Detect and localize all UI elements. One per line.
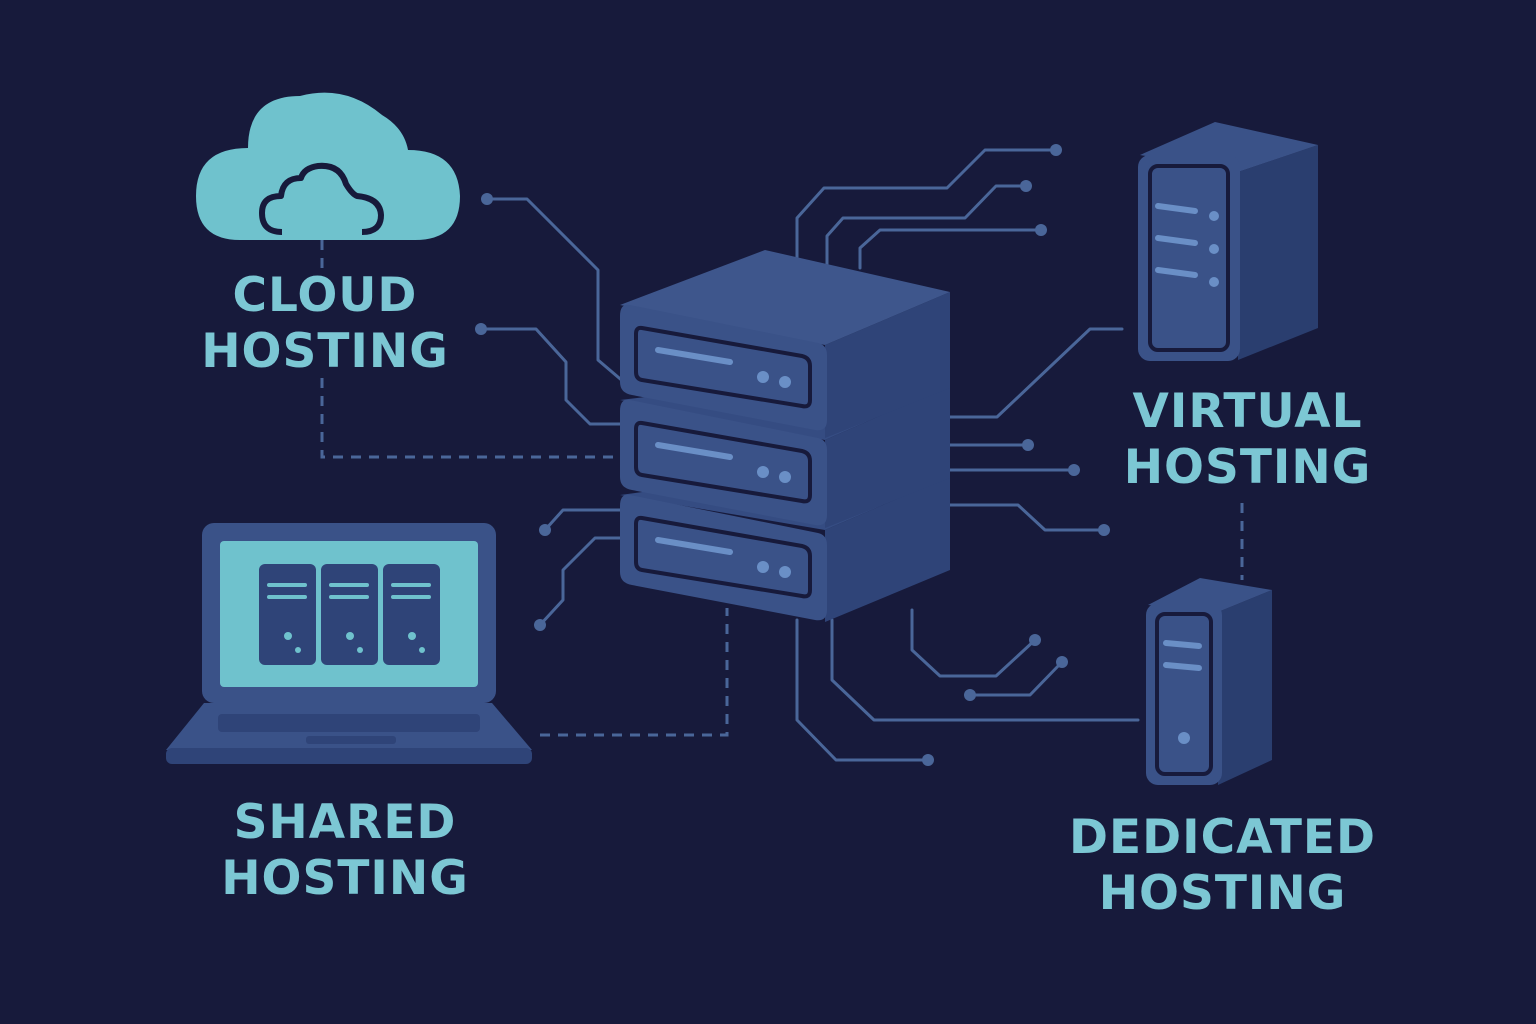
connector-line — [858, 228, 1043, 270]
connector-dot — [1029, 634, 1041, 646]
label-line-2: HOSTING — [1123, 440, 1372, 495]
connector-dots — [475, 144, 1110, 766]
led-light — [757, 561, 769, 573]
cloud-hosting-label: CLOUD HOSTING — [195, 268, 455, 380]
connector-line — [485, 197, 627, 385]
drive-panel — [634, 325, 812, 409]
label-line-1: CLOUD — [232, 268, 418, 323]
connector-line — [948, 327, 1124, 419]
connector-line — [479, 327, 624, 426]
connector-line — [825, 184, 1028, 270]
led-light — [1209, 244, 1219, 254]
led-light — [779, 471, 791, 483]
led-light — [757, 371, 769, 383]
label-line-2: HOSTING — [221, 851, 469, 906]
connector-line — [795, 148, 1058, 270]
led-light — [1209, 277, 1219, 287]
connector-line — [830, 618, 1140, 722]
drive-slot — [1163, 662, 1202, 671]
drive-slot — [1163, 640, 1202, 649]
led-light — [779, 376, 791, 388]
label-line-1: VIRTUAL — [1132, 384, 1363, 439]
connector-line — [910, 608, 1037, 678]
drive-slot — [1155, 267, 1198, 278]
led-light — [1209, 211, 1219, 221]
label-line-1: SHARED — [233, 795, 457, 850]
connector-dot — [1068, 464, 1080, 476]
power-light — [1178, 732, 1190, 744]
drive-slot — [655, 442, 733, 460]
led-light — [779, 566, 791, 578]
cloud-icon — [196, 92, 460, 241]
tower-server-icon — [1146, 578, 1272, 785]
connector-line — [795, 618, 930, 762]
drive-panel — [634, 420, 812, 504]
connector-dot — [1035, 224, 1047, 236]
shared-hosting-label: SHARED HOSTING — [205, 795, 485, 907]
dashed-link-shared — [540, 608, 729, 737]
drive-slot — [655, 537, 733, 555]
connector-dot — [1022, 439, 1034, 451]
drive-slot — [1155, 235, 1198, 246]
label-line-2: HOSTING — [201, 324, 449, 379]
connector-dot — [475, 323, 487, 335]
connector-line — [543, 508, 627, 532]
connector-line — [968, 660, 1064, 697]
connector-dot — [922, 754, 934, 766]
drive-slot — [1155, 203, 1198, 214]
connector-line — [538, 536, 627, 627]
connector-dot — [539, 524, 551, 536]
label-line-1: DEDICATED — [1068, 810, 1377, 865]
dashed-link-cloud — [320, 378, 620, 459]
label-line-2: HOSTING — [1098, 866, 1347, 921]
laptop-icon — [166, 523, 532, 764]
dedicated-hosting-label: DEDICATED HOSTING — [1060, 810, 1385, 922]
connector-dot — [1098, 524, 1110, 536]
led-light — [757, 466, 769, 478]
screen-server-icons — [259, 564, 440, 665]
server-rack-icon — [620, 250, 950, 622]
connector-dot — [1056, 656, 1068, 668]
virtual-hosting-label: VIRTUAL HOSTING — [1115, 384, 1380, 496]
connector-lines — [479, 148, 1140, 762]
dashed-links — [320, 240, 1244, 737]
connector-dot — [1020, 180, 1032, 192]
tower-server-icon — [1138, 122, 1318, 361]
connector-dot — [1050, 144, 1062, 156]
connector-line — [948, 503, 1106, 532]
drive-panel — [634, 515, 812, 599]
connector-dot — [481, 193, 493, 205]
connector-dot — [534, 619, 546, 631]
drive-slot — [655, 347, 733, 365]
connector-dot — [964, 689, 976, 701]
